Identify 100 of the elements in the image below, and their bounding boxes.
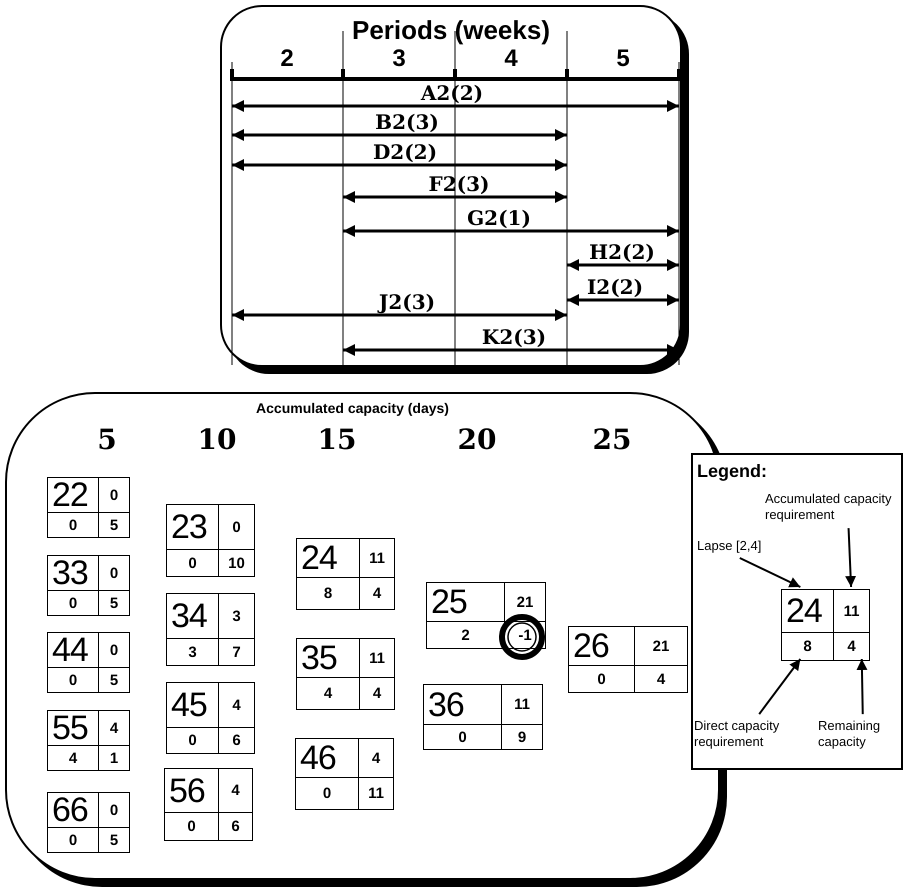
lapse-number: 46 xyxy=(300,741,336,775)
panel-heading: Accumulated capacity (days) xyxy=(255,400,450,416)
capacity-column-number: 25 xyxy=(592,426,632,454)
task-label: J2(3) xyxy=(378,292,436,312)
accumulated-requirement-value: 0 xyxy=(110,566,118,580)
lapse-number: 66 xyxy=(52,793,88,827)
accumulated-requirement-value: 11 xyxy=(369,550,385,566)
lapse-number: 56 xyxy=(169,774,205,808)
accumulated-requirement-value: 0 xyxy=(232,520,241,534)
capacity-cell xyxy=(47,710,130,771)
direct-requirement-value: 0 xyxy=(188,556,197,570)
lapse-number: 36 xyxy=(428,688,464,722)
accumulated-requirement-value: 4 xyxy=(231,783,240,798)
capacity-cell xyxy=(166,504,255,577)
direct-requirement-value: 0 xyxy=(188,733,197,748)
accumulated-requirement-value: 0 xyxy=(110,802,118,818)
remaining-capacity-value: 4 xyxy=(372,586,382,601)
capacity-cell xyxy=(47,792,130,853)
remaining-capacity-value: 4 xyxy=(847,639,856,654)
accumulated-requirement-value: 4 xyxy=(232,698,241,712)
capacity-cell xyxy=(296,638,395,710)
lapse-number: 22 xyxy=(52,478,88,512)
direct-requirement-value: 0 xyxy=(322,786,332,801)
legend-box xyxy=(691,453,903,770)
remaining-capacity-value: 10 xyxy=(228,556,245,570)
direct-requirement-value: 0 xyxy=(68,672,78,688)
direct-requirement-value: 0 xyxy=(458,730,467,744)
accumulated-requirement-value: 4 xyxy=(372,750,380,766)
leader-arrow xyxy=(758,658,802,715)
capacity-cell xyxy=(568,626,688,693)
lapse-number: 45 xyxy=(171,688,207,722)
direct-requirement-value: 3 xyxy=(188,644,197,660)
remaining-capacity-value: 5 xyxy=(110,596,118,610)
legend-annotation: Accumulated capacity requirement xyxy=(765,491,903,524)
period-number: 3 xyxy=(392,47,406,71)
remaining-capacity-value: 5 xyxy=(110,672,118,688)
lapse-number: 23 xyxy=(171,510,207,544)
task-label: B2(3) xyxy=(375,112,439,132)
direct-requirement-value: 0 xyxy=(187,819,196,834)
legend-title: Legend: xyxy=(697,461,767,482)
period-number: 2 xyxy=(280,47,294,71)
capacity-cell xyxy=(423,684,543,750)
legend-annotation: Lapse [2,4] xyxy=(697,538,777,554)
lapse-number: 24 xyxy=(786,594,822,628)
direct-requirement-value: 4 xyxy=(324,686,332,701)
remaining-capacity-value: -1 xyxy=(518,628,532,642)
capacity-cell xyxy=(166,593,255,666)
direct-requirement-value: 8 xyxy=(324,586,332,601)
accumulated-requirement-value: 0 xyxy=(110,488,118,502)
panel-heading: Periods (weeks) xyxy=(351,15,551,46)
legend-annotation: Direct capacity requirement xyxy=(694,718,806,750)
accumulated-requirement-value: 21 xyxy=(652,638,670,654)
capacity-cell xyxy=(781,589,870,661)
accumulated-requirement-value: 11 xyxy=(369,650,385,666)
remaining-capacity-value: 6 xyxy=(232,733,241,748)
accumulated-requirement-value: 11 xyxy=(844,604,860,618)
lapse-number: 25 xyxy=(431,585,467,619)
direct-requirement-value: 0 xyxy=(68,596,78,610)
capacity-cell xyxy=(296,538,395,610)
task-label: K2(3) xyxy=(482,327,546,347)
capacity-column-number: 15 xyxy=(318,426,356,454)
capacity-column-number: 5 xyxy=(97,426,117,454)
task-label: G2(1) xyxy=(467,208,531,228)
leader-arrow xyxy=(739,557,801,588)
accumulated-requirement-value: 21 xyxy=(516,594,534,610)
accumulated-requirement-value: 3 xyxy=(232,608,241,624)
capacity-cell xyxy=(426,582,546,649)
remaining-capacity-value: 11 xyxy=(368,786,384,801)
capacity-cell xyxy=(166,682,255,754)
direct-requirement-value: 0 xyxy=(68,832,78,848)
lapse-number: 33 xyxy=(52,556,88,590)
accumulated-requirement-value: 0 xyxy=(110,642,118,658)
remaining-capacity-value: 5 xyxy=(110,518,118,532)
remaining-capacity-value: 4 xyxy=(656,672,666,686)
capacity-column-number: 20 xyxy=(458,426,496,454)
lapse-number: 26 xyxy=(573,629,609,663)
task-label: H2(2) xyxy=(589,242,655,262)
lapse-number: 34 xyxy=(171,599,207,633)
period-number: 4 xyxy=(504,47,518,71)
remaining-capacity-value: 7 xyxy=(232,644,241,660)
remaining-capacity-value: 1 xyxy=(110,750,118,766)
direct-requirement-value: 4 xyxy=(68,750,78,766)
leader-arrow xyxy=(845,528,856,588)
lapse-number: 44 xyxy=(52,633,88,667)
lapse-number: 24 xyxy=(301,541,337,575)
direct-requirement-value: 0 xyxy=(68,518,78,532)
capacity-cell xyxy=(47,632,130,693)
lapse-number: 55 xyxy=(52,711,88,745)
remaining-capacity-value: 9 xyxy=(518,730,526,744)
lapse-number: 35 xyxy=(301,641,337,675)
capacity-cell xyxy=(164,768,253,841)
remaining-capacity-value: 4 xyxy=(372,686,382,701)
remaining-capacity-value: 5 xyxy=(110,832,118,848)
legend-annotation: Remaining capacity xyxy=(818,718,903,750)
task-label: D2(2) xyxy=(372,142,438,162)
accumulated-requirement-value: 11 xyxy=(514,697,530,712)
direct-requirement-value: 0 xyxy=(597,672,606,686)
capacity-cell xyxy=(47,555,130,616)
leader-arrow xyxy=(856,658,868,714)
task-label: I2(2) xyxy=(586,277,644,297)
